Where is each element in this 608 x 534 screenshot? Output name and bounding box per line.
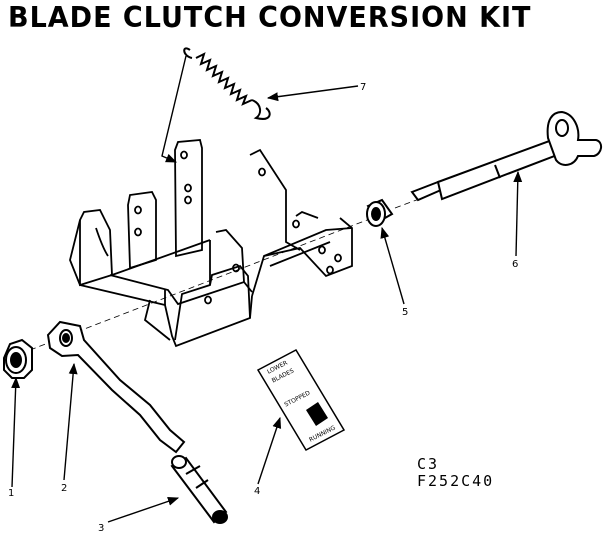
bushing [366, 198, 394, 227]
spring [183, 47, 271, 120]
callout-6: 6 [512, 259, 518, 270]
diagram-title: BLADE CLUTCH CONVERSION KIT [8, 2, 532, 35]
callout-7: 7 [360, 82, 366, 93]
catalog-code-line1: C3 [417, 455, 440, 473]
handle-grip [170, 455, 228, 524]
callout-4: 4 [254, 486, 260, 497]
mounting-bracket [69, 139, 353, 348]
callout-3: 3 [98, 523, 104, 534]
nut [3, 338, 33, 379]
leader-lines [11, 55, 523, 523]
catalog-code-line2: F252C40 [417, 472, 495, 490]
control-decal: LOWER BLADES STOPPED RUNNING [256, 349, 346, 451]
callout-1: 1 [8, 488, 14, 499]
callout-5: 5 [402, 307, 408, 318]
callout-2: 2 [61, 483, 67, 494]
decal-up-down-arrow-icon [306, 402, 328, 426]
clutch-shaft [410, 110, 602, 202]
callout-labels: 1 2 3 4 5 6 7 [8, 82, 518, 534]
lever-arm [46, 320, 186, 454]
